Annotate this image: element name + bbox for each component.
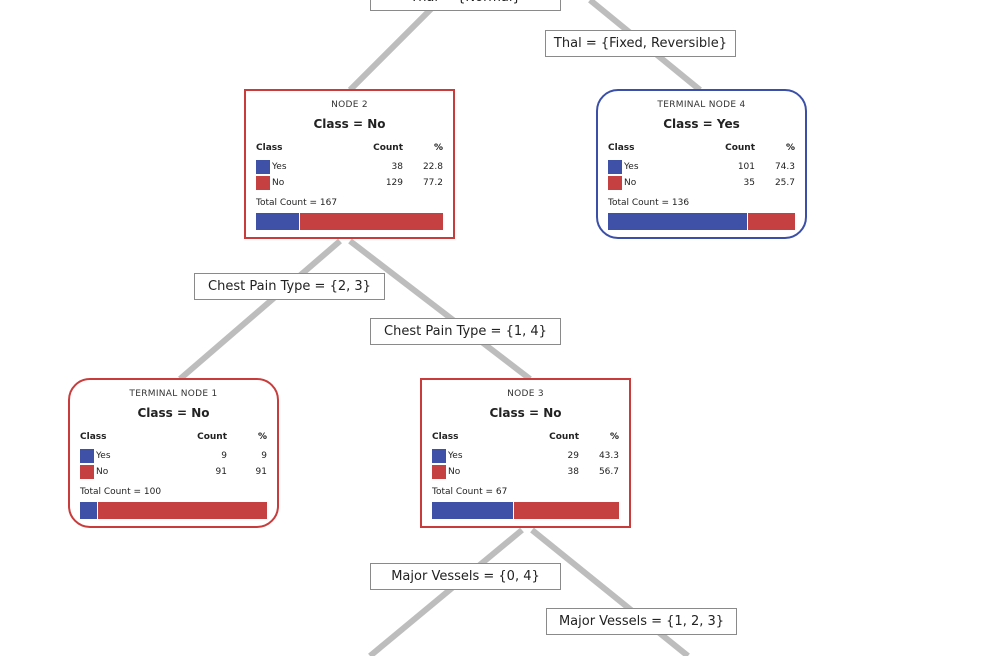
table-row-no: No 35 25.7 bbox=[608, 176, 795, 192]
class-yes: Yes bbox=[272, 162, 287, 172]
count-no: 91 bbox=[215, 467, 227, 477]
class-proportion-bar bbox=[608, 213, 795, 230]
count-yes: 101 bbox=[737, 162, 755, 172]
header-class: Class bbox=[608, 143, 635, 153]
split-label-major-vessels-04: Major Vessels = {0, 4} bbox=[370, 563, 561, 590]
table-header: Class Count % bbox=[608, 143, 795, 157]
table-row-no: No 38 56.7 bbox=[432, 465, 619, 481]
header-class: Class bbox=[432, 432, 459, 442]
total-count: Total Count = 167 bbox=[256, 198, 338, 208]
header-count: Count bbox=[549, 432, 579, 442]
table-row-no: No 91 91 bbox=[80, 465, 267, 481]
header-class: Class bbox=[80, 432, 107, 442]
table-row-yes: Yes 101 74.3 bbox=[608, 160, 795, 176]
header-count: Count bbox=[197, 432, 227, 442]
pct-yes: 74.3 bbox=[774, 162, 795, 172]
pct-yes: 43.3 bbox=[598, 451, 619, 461]
table-row-yes: Yes 9 9 bbox=[80, 449, 267, 465]
pct-yes: 22.8 bbox=[422, 162, 443, 172]
no-swatch bbox=[80, 465, 94, 479]
total-count: Total Count = 67 bbox=[432, 487, 508, 497]
class-no: No bbox=[624, 178, 637, 188]
node-3: NODE 3 Class = No Class Count % Yes 29 4… bbox=[420, 378, 631, 528]
class-no: No bbox=[96, 467, 109, 477]
class-yes: Yes bbox=[448, 451, 463, 461]
bar-no bbox=[513, 502, 619, 519]
split-label-major-vessels-123: Major Vessels = {1, 2, 3} bbox=[546, 608, 737, 635]
yes-swatch bbox=[432, 449, 446, 463]
edge-node3-right bbox=[530, 527, 690, 656]
pct-no: 77.2 bbox=[422, 178, 443, 188]
table-header: Class Count % bbox=[256, 143, 443, 157]
split-label-thal-normal: Thal = {Normal} bbox=[370, 0, 561, 11]
table-header: Class Count % bbox=[432, 432, 619, 446]
header-count: Count bbox=[725, 143, 755, 153]
pct-yes: 9 bbox=[261, 451, 267, 461]
bar-yes bbox=[432, 502, 514, 519]
pct-no: 91 bbox=[255, 467, 267, 477]
class-no: No bbox=[272, 178, 285, 188]
class-proportion-bar bbox=[432, 502, 619, 519]
header-pct: % bbox=[609, 432, 619, 442]
pct-no: 56.7 bbox=[598, 467, 619, 477]
node-title: TERMINAL NODE 4 bbox=[657, 100, 746, 110]
header-class: Class bbox=[256, 143, 283, 153]
header-pct: % bbox=[257, 432, 267, 442]
table-row-yes: Yes 29 43.3 bbox=[432, 449, 619, 465]
no-swatch bbox=[608, 176, 622, 190]
header-pct: % bbox=[433, 143, 443, 153]
count-no: 38 bbox=[567, 467, 579, 477]
count-no: 129 bbox=[385, 178, 403, 188]
total-count: Total Count = 100 bbox=[80, 487, 162, 497]
split-label-chest-pain-23: Chest Pain Type = {2, 3} bbox=[194, 273, 385, 300]
node-title: NODE 2 bbox=[331, 100, 368, 110]
node-2: NODE 2 Class = No Class Count % Yes 38 2… bbox=[244, 89, 455, 239]
count-yes: 38 bbox=[391, 162, 403, 172]
bar-no bbox=[747, 213, 795, 230]
class-yes: Yes bbox=[624, 162, 639, 172]
no-swatch bbox=[256, 176, 270, 190]
header-pct: % bbox=[785, 143, 795, 153]
node-class: Class = No bbox=[489, 406, 562, 420]
count-yes: 29 bbox=[567, 451, 579, 461]
edge-node2-term1 bbox=[178, 238, 342, 382]
bar-yes bbox=[256, 213, 300, 230]
node-class: Class = No bbox=[313, 117, 386, 131]
terminal-node-4: TERMINAL NODE 4 Class = Yes Class Count … bbox=[596, 89, 807, 239]
pct-no: 25.7 bbox=[774, 178, 795, 188]
table-header: Class Count % bbox=[80, 432, 267, 446]
bar-no bbox=[299, 213, 443, 230]
split-label-thal-fixed: Thal = {Fixed, Reversible} bbox=[545, 30, 736, 57]
node-title: TERMINAL NODE 1 bbox=[129, 389, 218, 399]
node-title: NODE 3 bbox=[507, 389, 544, 399]
yes-swatch bbox=[608, 160, 622, 174]
node-class: Class = No bbox=[137, 406, 210, 420]
yes-swatch bbox=[256, 160, 270, 174]
class-proportion-bar bbox=[256, 213, 443, 230]
no-swatch bbox=[432, 465, 446, 479]
count-yes: 9 bbox=[221, 451, 227, 461]
bar-no bbox=[97, 502, 267, 519]
table-row-yes: Yes 38 22.8 bbox=[256, 160, 443, 176]
bar-yes bbox=[80, 502, 98, 519]
total-count: Total Count = 136 bbox=[608, 198, 690, 208]
split-label-chest-pain-14: Chest Pain Type = {1, 4} bbox=[370, 318, 561, 345]
node-class: Class = Yes bbox=[663, 117, 740, 131]
class-proportion-bar bbox=[80, 502, 267, 519]
terminal-node-1: TERMINAL NODE 1 Class = No Class Count %… bbox=[68, 378, 279, 528]
class-yes: Yes bbox=[96, 451, 111, 461]
header-count: Count bbox=[373, 143, 403, 153]
class-no: No bbox=[448, 467, 461, 477]
bar-yes bbox=[608, 213, 748, 230]
edge-root-node2 bbox=[347, 0, 443, 93]
count-no: 35 bbox=[743, 178, 755, 188]
yes-swatch bbox=[80, 449, 94, 463]
table-row-no: No 129 77.2 bbox=[256, 176, 443, 192]
edge-node3-left bbox=[368, 527, 524, 656]
edge-node2-node3 bbox=[348, 238, 532, 382]
